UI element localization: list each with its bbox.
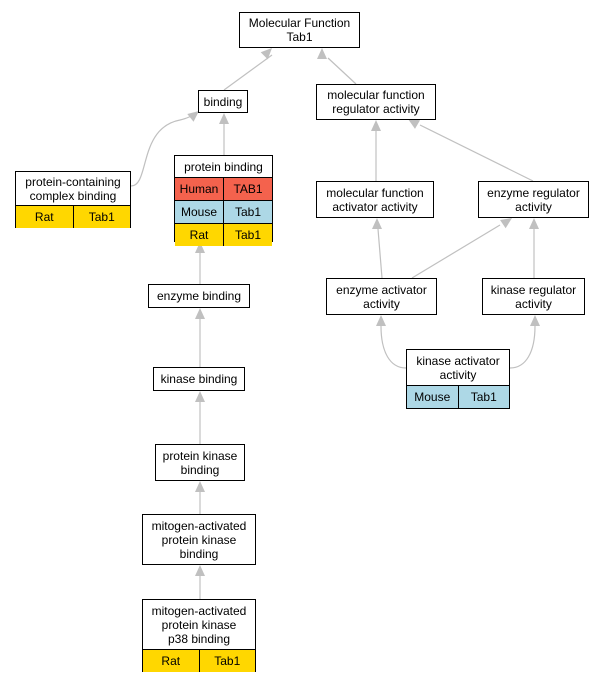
node-mapk-p38-binding[interactable]: mitogen-activated protein kinase p38 bin…	[142, 599, 256, 672]
node-label: kinase regulator activity	[490, 282, 577, 311]
arrowhead	[187, 111, 199, 122]
node-kinase-binding[interactable]: kinase binding	[153, 367, 245, 391]
node-kinase-activator-activity[interactable]: kinase activator activity Mouse Tab1	[406, 349, 510, 409]
species-name: Mouse	[414, 390, 451, 404]
edge-binding-to-root	[223, 54, 273, 91]
node-label: Molecular Function Tab1	[248, 16, 351, 44]
species-name: Human	[179, 182, 219, 196]
node-kinase-regulator-activity[interactable]: kinase regulator activity	[482, 278, 585, 315]
species-row-rat: Rat Tab1	[143, 649, 255, 672]
gene-symbol: Tab1	[223, 224, 272, 246]
node-binding[interactable]: binding	[198, 90, 248, 113]
node-enzyme-binding[interactable]: enzyme binding	[148, 284, 250, 308]
arrowhead	[376, 315, 386, 326]
species-row-human: Human TAB1	[175, 177, 272, 200]
node-label: molecular function regulator activity	[327, 88, 425, 116]
edge-regulator-to-root	[327, 57, 357, 85]
node-mf-activator-activity[interactable]: molecular function activator activity	[316, 181, 434, 218]
species-name: Mouse	[180, 205, 218, 219]
arrowhead	[372, 218, 382, 229]
node-label: mitogen-activated protein kinase p38 bin…	[151, 603, 247, 646]
species-row-mouse: Mouse Tab1	[407, 385, 509, 408]
gene-symbol: Tab1	[457, 386, 510, 408]
node-protein-containing-complex-binding[interactable]: protein-containing complex binding Rat T…	[15, 171, 131, 228]
node-label: mitogen-activated protein kinase binding	[151, 518, 247, 561]
arrowhead	[195, 565, 205, 576]
node-label: protein-containing complex binding	[25, 174, 121, 203]
arrowhead	[408, 119, 421, 129]
node-label: molecular function activator activity	[326, 185, 424, 214]
arrowhead	[260, 48, 272, 60]
node-label: enzyme regulator activity	[487, 185, 580, 214]
gene-symbol: Tab1	[198, 650, 256, 672]
arrowhead	[530, 315, 540, 326]
node-protein-kinase-binding[interactable]: protein kinase binding	[155, 444, 245, 481]
node-enzyme-activator-activity[interactable]: enzyme activator activity	[326, 278, 437, 315]
species-name: Rat	[189, 228, 209, 242]
arrowhead	[195, 308, 205, 319]
edge-enzact-to-mfact	[377, 228, 383, 279]
arrowhead	[195, 481, 205, 492]
arrowhead	[500, 218, 512, 229]
arrowhead	[219, 113, 229, 124]
species-row-rat: Rat Tab1	[175, 223, 272, 246]
gene-symbol: Tab1	[223, 201, 272, 223]
node-molecular-function[interactable]: Molecular Function Tab1	[239, 12, 360, 48]
edge-enzact-to-enzreg	[411, 224, 501, 279]
arrowhead	[529, 218, 539, 229]
node-mf-regulator-activity[interactable]: molecular function regulator activity	[316, 84, 436, 120]
species-row-mouse: Mouse Tab1	[175, 200, 272, 223]
species-name: Rat	[161, 654, 181, 668]
arrowhead	[195, 242, 205, 253]
edge-kinact-to-kinreg	[509, 325, 536, 369]
node-enzyme-regulator-activity[interactable]: enzyme regulator activity	[478, 181, 589, 218]
node-label: kinase activator activity	[416, 353, 500, 382]
node-label: protein kinase binding	[162, 448, 238, 477]
node-label: kinase binding	[160, 372, 238, 386]
node-label: enzyme binding	[156, 289, 242, 303]
node-mapk-binding[interactable]: mitogen-activated protein kinase binding	[142, 514, 256, 565]
arrowhead	[371, 120, 381, 131]
species-name: Rat	[34, 210, 54, 224]
arrowhead	[195, 391, 205, 402]
node-protein-binding[interactable]: protein binding Human TAB1 Mouse Tab1 Ra…	[174, 155, 273, 246]
gene-symbol: TAB1	[223, 178, 272, 200]
edge-kinact-to-enzact	[380, 325, 407, 369]
edge-enzreg-to-regulator	[419, 124, 534, 182]
node-label: enzyme activator activity	[336, 282, 427, 311]
gene-symbol: Tab1	[72, 206, 131, 228]
species-row-rat: Rat Tab1	[16, 205, 130, 228]
node-label: binding	[203, 94, 243, 109]
arrowhead	[317, 48, 327, 59]
node-label: protein binding	[184, 159, 263, 174]
